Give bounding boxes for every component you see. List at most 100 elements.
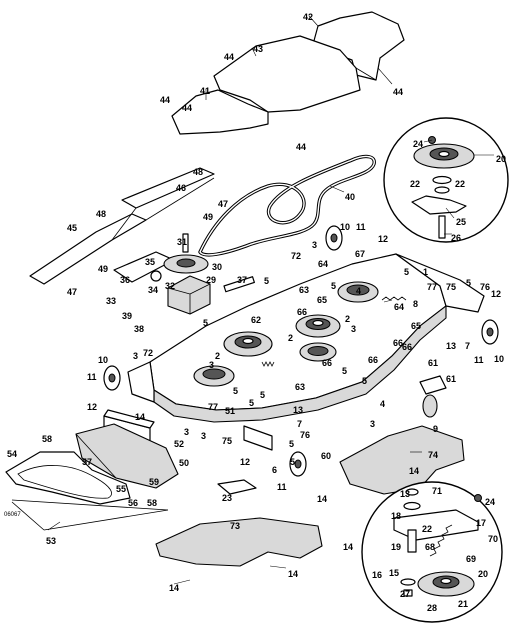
callout-35: 35: [145, 257, 155, 267]
gearbox-housing: [167, 275, 211, 315]
chute-frame: [5, 451, 131, 505]
callout-48: 48: [193, 167, 203, 177]
callout-3: 3: [312, 240, 317, 250]
callout-5: 5: [289, 439, 294, 449]
callout-44: 44: [182, 103, 192, 113]
callout-69: 69: [466, 554, 476, 564]
callout-75: 75: [222, 436, 232, 446]
drive-belt: [198, 154, 376, 257]
callout-44: 44: [160, 95, 170, 105]
deck-side-rail-left: [127, 361, 155, 403]
deck-side-rail-right: [395, 253, 485, 313]
callout-47: 47: [67, 287, 77, 297]
callout-44: 44: [296, 142, 306, 152]
callout-66: 66: [322, 358, 332, 368]
cover-plate-left: [171, 89, 269, 135]
callout-66: 66: [393, 338, 403, 348]
callout-56: 56: [128, 498, 138, 508]
callout-3: 3: [351, 324, 356, 334]
idler-bracket-assembly: [113, 233, 255, 315]
callout-15: 15: [389, 568, 399, 578]
callout-5: 5: [290, 457, 295, 467]
callout-6: 6: [272, 465, 277, 475]
callout-24: 24: [413, 139, 423, 149]
callout-24: 24: [485, 497, 495, 507]
callout-72: 72: [291, 251, 301, 261]
discharge-chute-assembly: [5, 423, 179, 531]
callout-66: 66: [402, 342, 412, 352]
callout-49: 49: [98, 264, 108, 274]
shield-front: [155, 517, 323, 567]
callout-44: 44: [393, 87, 403, 97]
callout-4: 4: [380, 399, 385, 409]
callout-49: 49: [203, 212, 213, 222]
callout-10: 10: [494, 354, 504, 364]
callout-14: 14: [169, 583, 179, 593]
callout-61: 61: [428, 358, 438, 368]
callout-33: 33: [106, 296, 116, 306]
callout-8: 8: [413, 299, 418, 309]
front-brackets: [103, 375, 447, 495]
callout-14: 14: [409, 466, 419, 476]
callout-5: 5: [404, 267, 409, 277]
callout-5: 5: [264, 276, 269, 286]
callout-58: 58: [147, 498, 157, 508]
callout-67: 67: [355, 249, 365, 259]
chute-deflector: [75, 423, 179, 489]
callout-17: 17: [476, 518, 486, 528]
callout-62: 62: [251, 315, 261, 325]
callout-43: 43: [253, 44, 263, 54]
callout-51: 51: [225, 406, 235, 416]
callout-64: 64: [318, 259, 328, 269]
callout-11: 11: [277, 482, 287, 492]
callout-66: 66: [368, 355, 378, 365]
callout-19: 19: [391, 542, 401, 552]
callout-28: 28: [427, 603, 437, 613]
callout-20: 20: [478, 569, 488, 579]
callout-66: 66: [297, 307, 307, 317]
callout-38: 38: [134, 324, 144, 334]
callout-3: 3: [184, 427, 189, 437]
callout-4: 4: [356, 286, 361, 296]
callout-63: 63: [295, 382, 305, 392]
callout-11: 11: [356, 222, 366, 232]
callout-labels: 4243444444414444484647494845494740242022…: [7, 12, 506, 613]
callout-65: 65: [317, 295, 327, 305]
callout-5: 5: [362, 376, 367, 386]
callout-12: 12: [240, 457, 250, 467]
callout-53: 53: [46, 536, 56, 546]
callout-5: 5: [249, 398, 254, 408]
callout-31: 31: [177, 237, 187, 247]
deck-front-skirt: [153, 305, 447, 423]
callout-36: 36: [120, 275, 130, 285]
callout-34: 34: [148, 285, 158, 295]
callout-20: 20: [496, 154, 506, 164]
callout-5: 5: [331, 281, 336, 291]
callout-50: 50: [179, 458, 189, 468]
callout-13: 13: [446, 341, 456, 351]
callout-3: 3: [201, 431, 206, 441]
callout-12: 12: [87, 402, 97, 412]
anti-scalp-wheels: [103, 225, 499, 477]
shield-right: [339, 425, 465, 495]
callout-48: 48: [96, 209, 106, 219]
callout-16: 16: [372, 570, 382, 580]
callout-75: 75: [446, 282, 456, 292]
callout-26: 26: [451, 233, 461, 243]
callout-77: 77: [208, 402, 218, 412]
mower-deck: [127, 253, 485, 423]
callout-40: 40: [345, 192, 355, 202]
callout-7: 7: [297, 419, 302, 429]
callout-64: 64: [394, 302, 404, 312]
callout-57: 57: [82, 457, 92, 467]
callout-32: 32: [165, 281, 175, 291]
callout-45: 45: [67, 223, 77, 233]
callout-14: 14: [135, 412, 145, 422]
callout-22: 22: [410, 179, 420, 189]
callout-1: 1: [423, 267, 428, 277]
callout-5: 5: [342, 366, 347, 376]
callout-10: 10: [340, 222, 350, 232]
callout-3: 3: [209, 360, 214, 370]
spindle-detail-circle-upper: [383, 117, 509, 243]
callout-3: 3: [133, 351, 138, 361]
